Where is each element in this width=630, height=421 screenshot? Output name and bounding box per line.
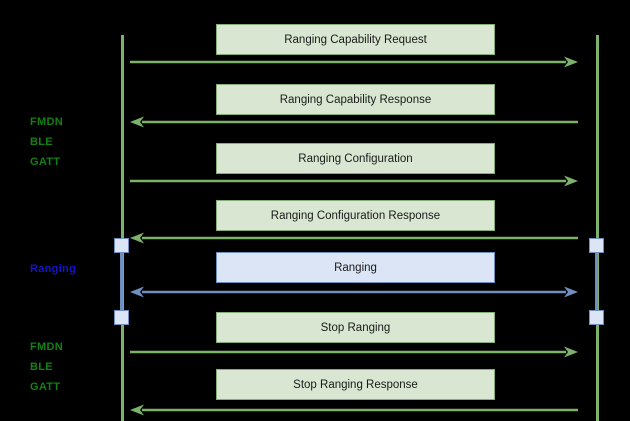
ranging-activation-right-bar <box>595 245 598 317</box>
message-arrow-7-left <box>130 404 578 416</box>
message-box-3: Ranging Configuration <box>216 143 495 174</box>
ranging-activation-left-marker-end <box>114 310 129 325</box>
message-label: Ranging Configuration <box>298 153 413 165</box>
phase-label-2: Ranging <box>30 263 77 275</box>
message-arrow-4-left <box>130 232 578 244</box>
message-box-2: Ranging Capability Response <box>216 84 495 115</box>
message-box-7: Stop Ranging Response <box>216 369 495 400</box>
message-box-4: Ranging Configuration Response <box>216 200 495 231</box>
message-box-6: Stop Ranging <box>216 312 495 343</box>
message-arrow-2-left <box>130 116 578 128</box>
message-arrow-6-right <box>130 346 578 358</box>
message-arrow-3-right <box>130 175 578 187</box>
message-label: Stop Ranging Response <box>293 379 418 391</box>
message-box-5: Ranging <box>216 252 495 283</box>
right-lifeline <box>596 35 599 421</box>
message-arrow-1-right <box>130 56 578 68</box>
ranging-activation-left-marker-start <box>114 238 129 253</box>
ranging-activation-left-bar <box>120 245 123 317</box>
message-label: Ranging Capability Response <box>279 94 432 106</box>
ranging-activation-right-marker-start <box>589 238 604 253</box>
message-label: Ranging Configuration Response <box>270 210 441 222</box>
ranging-activation-right-marker-end <box>589 310 604 325</box>
message-label: Stop Ranging <box>320 322 391 334</box>
message-label: Ranging Capability Request <box>284 34 427 46</box>
message-box-1: Ranging Capability Request <box>216 24 495 55</box>
message-arrow-5-bidirectional <box>130 286 578 298</box>
message-label: Ranging <box>334 262 377 274</box>
phase-label-3: FMDN BLE GATT <box>30 341 63 393</box>
phase-label-1: FMDN BLE GATT <box>30 116 63 168</box>
left-lifeline <box>121 35 124 421</box>
